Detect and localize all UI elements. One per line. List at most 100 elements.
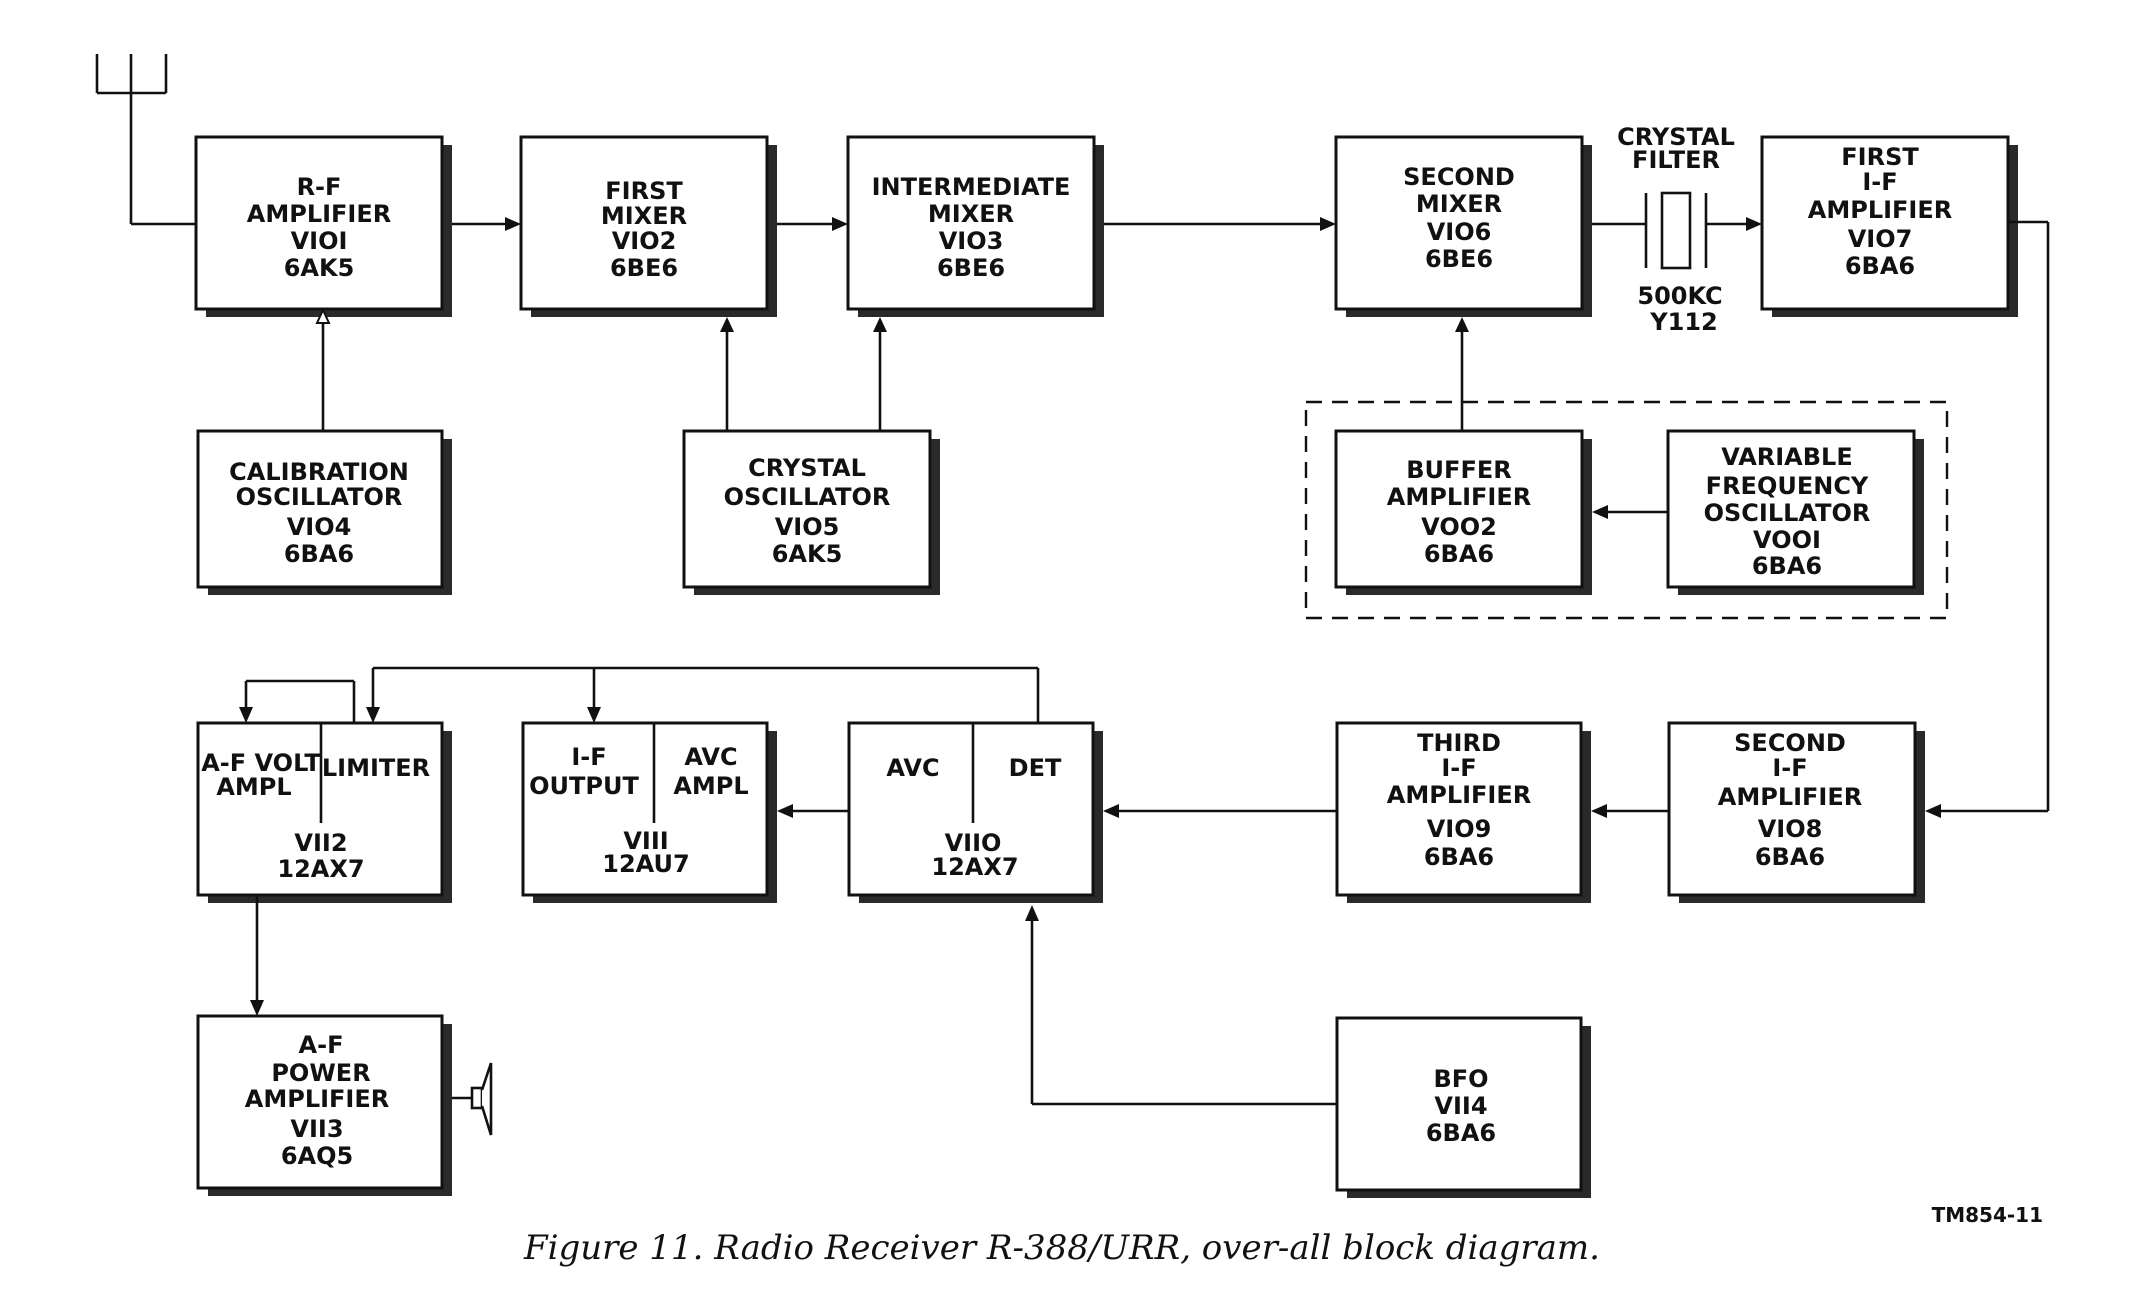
avc-ampl-line-1: AVC [684, 743, 737, 771]
af-volt-limiter-block: A-F VOLT AMPL LIMITER VII2 12AX7 [196, 721, 452, 903]
af-power-amplifier-line-4: VII3 [290, 1115, 343, 1143]
avc-label: AVC [886, 754, 939, 782]
limiter-label: LIMITER [322, 754, 430, 782]
bfo-line-1: BFO [1433, 1065, 1488, 1093]
crystal-oscillator-line-4: 6AK5 [772, 540, 843, 568]
bfo-line-2: VII4 [1434, 1092, 1487, 1120]
buffer-amplifier-line-2: AMPLIFIER [1387, 483, 1531, 511]
vfo-line-4: VOOI [1753, 526, 1821, 554]
crystal-filter-label-3: 500KC [1637, 282, 1722, 310]
first-if-amplifier-line-3: AMPLIFIER [1808, 196, 1952, 224]
second-if-amplifier-line-3: AMPLIFIER [1718, 783, 1862, 811]
rf-amplifier-line-4: 6AK5 [284, 254, 355, 282]
third-if-amplifier-line-4: VIO9 [1427, 815, 1492, 843]
third-if-amplifier-block: THIRD I-F AMPLIFIER VIO9 6BA6 [1335, 721, 1591, 903]
second-mixer-line-1: SECOND [1403, 163, 1515, 191]
first-if-amplifier-block: FIRST I-F AMPLIFIER VIO7 6BA6 [1760, 135, 2018, 317]
first-mixer-block: FIRST MIXER VIO2 6BE6 [519, 135, 777, 317]
second-mixer-line-2: MIXER [1416, 190, 1502, 218]
avc-det-tube-2: 12AX7 [931, 853, 1018, 881]
third-if-amplifier-line-3: AMPLIFIER [1387, 781, 1531, 809]
vfo-line-3: OSCILLATOR [1704, 499, 1871, 527]
second-if-amplifier-line-1: SECOND [1734, 729, 1846, 757]
calibration-oscillator-line-4: 6BA6 [284, 540, 354, 568]
first-if-amplifier-line-4: VIO7 [1848, 225, 1913, 253]
first-if-amplifier-line-1: FIRST [1841, 143, 1919, 171]
af-power-amplifier-line-3: AMPLIFIER [245, 1085, 389, 1113]
avc-ampl-line-2: AMPL [673, 772, 748, 800]
af-volt-ampl-line-2: AMPL [216, 773, 291, 801]
af-power-amplifier-block: A-F POWER AMPLIFIER VII3 6AQ5 [196, 1014, 452, 1196]
if-output-avc-block: I-F OUTPUT AVC AMPL VIII 12AU7 [521, 721, 777, 903]
calibration-oscillator-line-3: VIO4 [287, 513, 352, 541]
first-mixer-line-2: MIXER [601, 202, 687, 230]
second-mixer-block: SECOND MIXER VIO6 6BE6 [1334, 135, 1592, 317]
af-power-amplifier-line-5: 6AQ5 [281, 1142, 353, 1170]
bfo-block: BFO VII4 6BA6 [1335, 1016, 1591, 1198]
first-mixer-line-4: 6BE6 [610, 254, 678, 282]
speaker-icon [452, 1062, 493, 1136]
af-volt-ampl-line-1: A-F VOLT [201, 749, 321, 777]
intermediate-mixer-line-1: INTERMEDIATE [872, 173, 1071, 201]
bottom-row-connections [777, 804, 1669, 818]
af-volt-limiter-tube-2: 12AX7 [277, 855, 364, 883]
crystal-oscillator-line-3: VIO5 [775, 513, 840, 541]
rf-amplifier-line-3: VIOI [291, 227, 348, 255]
intermediate-mixer-line-3: VIO3 [939, 227, 1004, 255]
intermediate-mixer-line-2: MIXER [928, 200, 1014, 228]
buffer-amplifier-line-3: VOO2 [1421, 513, 1497, 541]
vfo-line-5: 6BA6 [1752, 552, 1822, 580]
first-if-amplifier-line-2: I-F [1862, 168, 1897, 196]
af-power-amplifier-line-2: POWER [271, 1059, 370, 1087]
antenna-icon [95, 54, 196, 226]
crystal-filter: CRYSTAL FILTER 500KC Y112 [1617, 123, 1735, 336]
second-if-amplifier-block: SECOND I-F AMPLIFIER VIO8 6BA6 [1667, 721, 1925, 903]
vfo-line-1: VARIABLE [1721, 443, 1852, 471]
if-return-path [1925, 220, 2050, 818]
intermediate-mixer-block: INTERMEDIATE MIXER VIO3 6BE6 [846, 135, 1104, 317]
avc-det-block: AVC DET VIIO 12AX7 [847, 721, 1103, 903]
buffer-amplifier-line-4: 6BA6 [1424, 540, 1494, 568]
avc-det-tube-1: VIIO [945, 829, 1002, 857]
bfo-feed [1025, 905, 1337, 1106]
third-if-amplifier-line-2: I-F [1441, 754, 1476, 782]
calibration-oscillator-line-2: OSCILLATOR [236, 483, 403, 511]
third-if-amplifier-line-5: 6BA6 [1424, 843, 1494, 871]
audio-feed [250, 895, 264, 1016]
first-mixer-line-3: VIO2 [612, 227, 677, 255]
first-mixer-line-1: FIRST [605, 177, 683, 205]
first-if-amplifier-line-5: 6BA6 [1845, 252, 1915, 280]
oscillator-feeds [315, 307, 1668, 519]
af-volt-limiter-tube-1: VII2 [294, 829, 347, 857]
if-output-avc-tube-1: VIII [623, 827, 668, 855]
det-label: DET [1009, 754, 1062, 782]
third-if-amplifier-line-1: THIRD [1417, 729, 1501, 757]
calibration-oscillator-block: CALIBRATION OSCILLATOR VIO4 6BA6 [196, 429, 452, 595]
af-power-amplifier-line-1: A-F [299, 1031, 344, 1059]
second-if-amplifier-line-4: VIO8 [1758, 815, 1823, 843]
crystal-filter-label-1: CRYSTAL [1617, 123, 1735, 151]
second-if-amplifier-line-2: I-F [1772, 754, 1807, 782]
crystal-oscillator-line-2: OSCILLATOR [724, 483, 891, 511]
second-mixer-line-4: 6BE6 [1425, 245, 1493, 273]
crystal-filter-label-2: FILTER [1632, 146, 1720, 174]
if-output-avc-tube-2: 12AU7 [602, 850, 689, 878]
detector-bus [239, 666, 1040, 723]
crystal-oscillator-line-1: CRYSTAL [748, 454, 866, 482]
rf-amplifier-line-1: R-F [297, 173, 342, 201]
variable-frequency-oscillator-block: VARIABLE FREQUENCY OSCILLATOR VOOI 6BA6 [1666, 429, 1924, 595]
bfo-line-3: 6BA6 [1426, 1119, 1496, 1147]
rf-amplifier-line-2: AMPLIFIER [247, 200, 391, 228]
if-output-line-2: OUTPUT [529, 772, 639, 800]
rf-amplifier-block: R-F AMPLIFIER VIOI 6AK5 [194, 135, 452, 317]
vfo-group-outline [1304, 400, 1949, 620]
crystal-oscillator-block: CRYSTAL OSCILLATOR VIO5 6AK5 [682, 429, 940, 595]
buffer-amplifier-block: BUFFER AMPLIFIER VOO2 6BA6 [1334, 429, 1592, 595]
buffer-amplifier-line-1: BUFFER [1406, 456, 1511, 484]
top-row-connections [452, 217, 1762, 231]
crystal-filter-label-4: Y112 [1649, 308, 1717, 336]
figure-caption: Figure 11. Radio Receiver R-388/URR, ove… [523, 1228, 1600, 1268]
second-if-amplifier-line-5: 6BA6 [1755, 843, 1825, 871]
intermediate-mixer-line-4: 6BE6 [937, 254, 1005, 282]
